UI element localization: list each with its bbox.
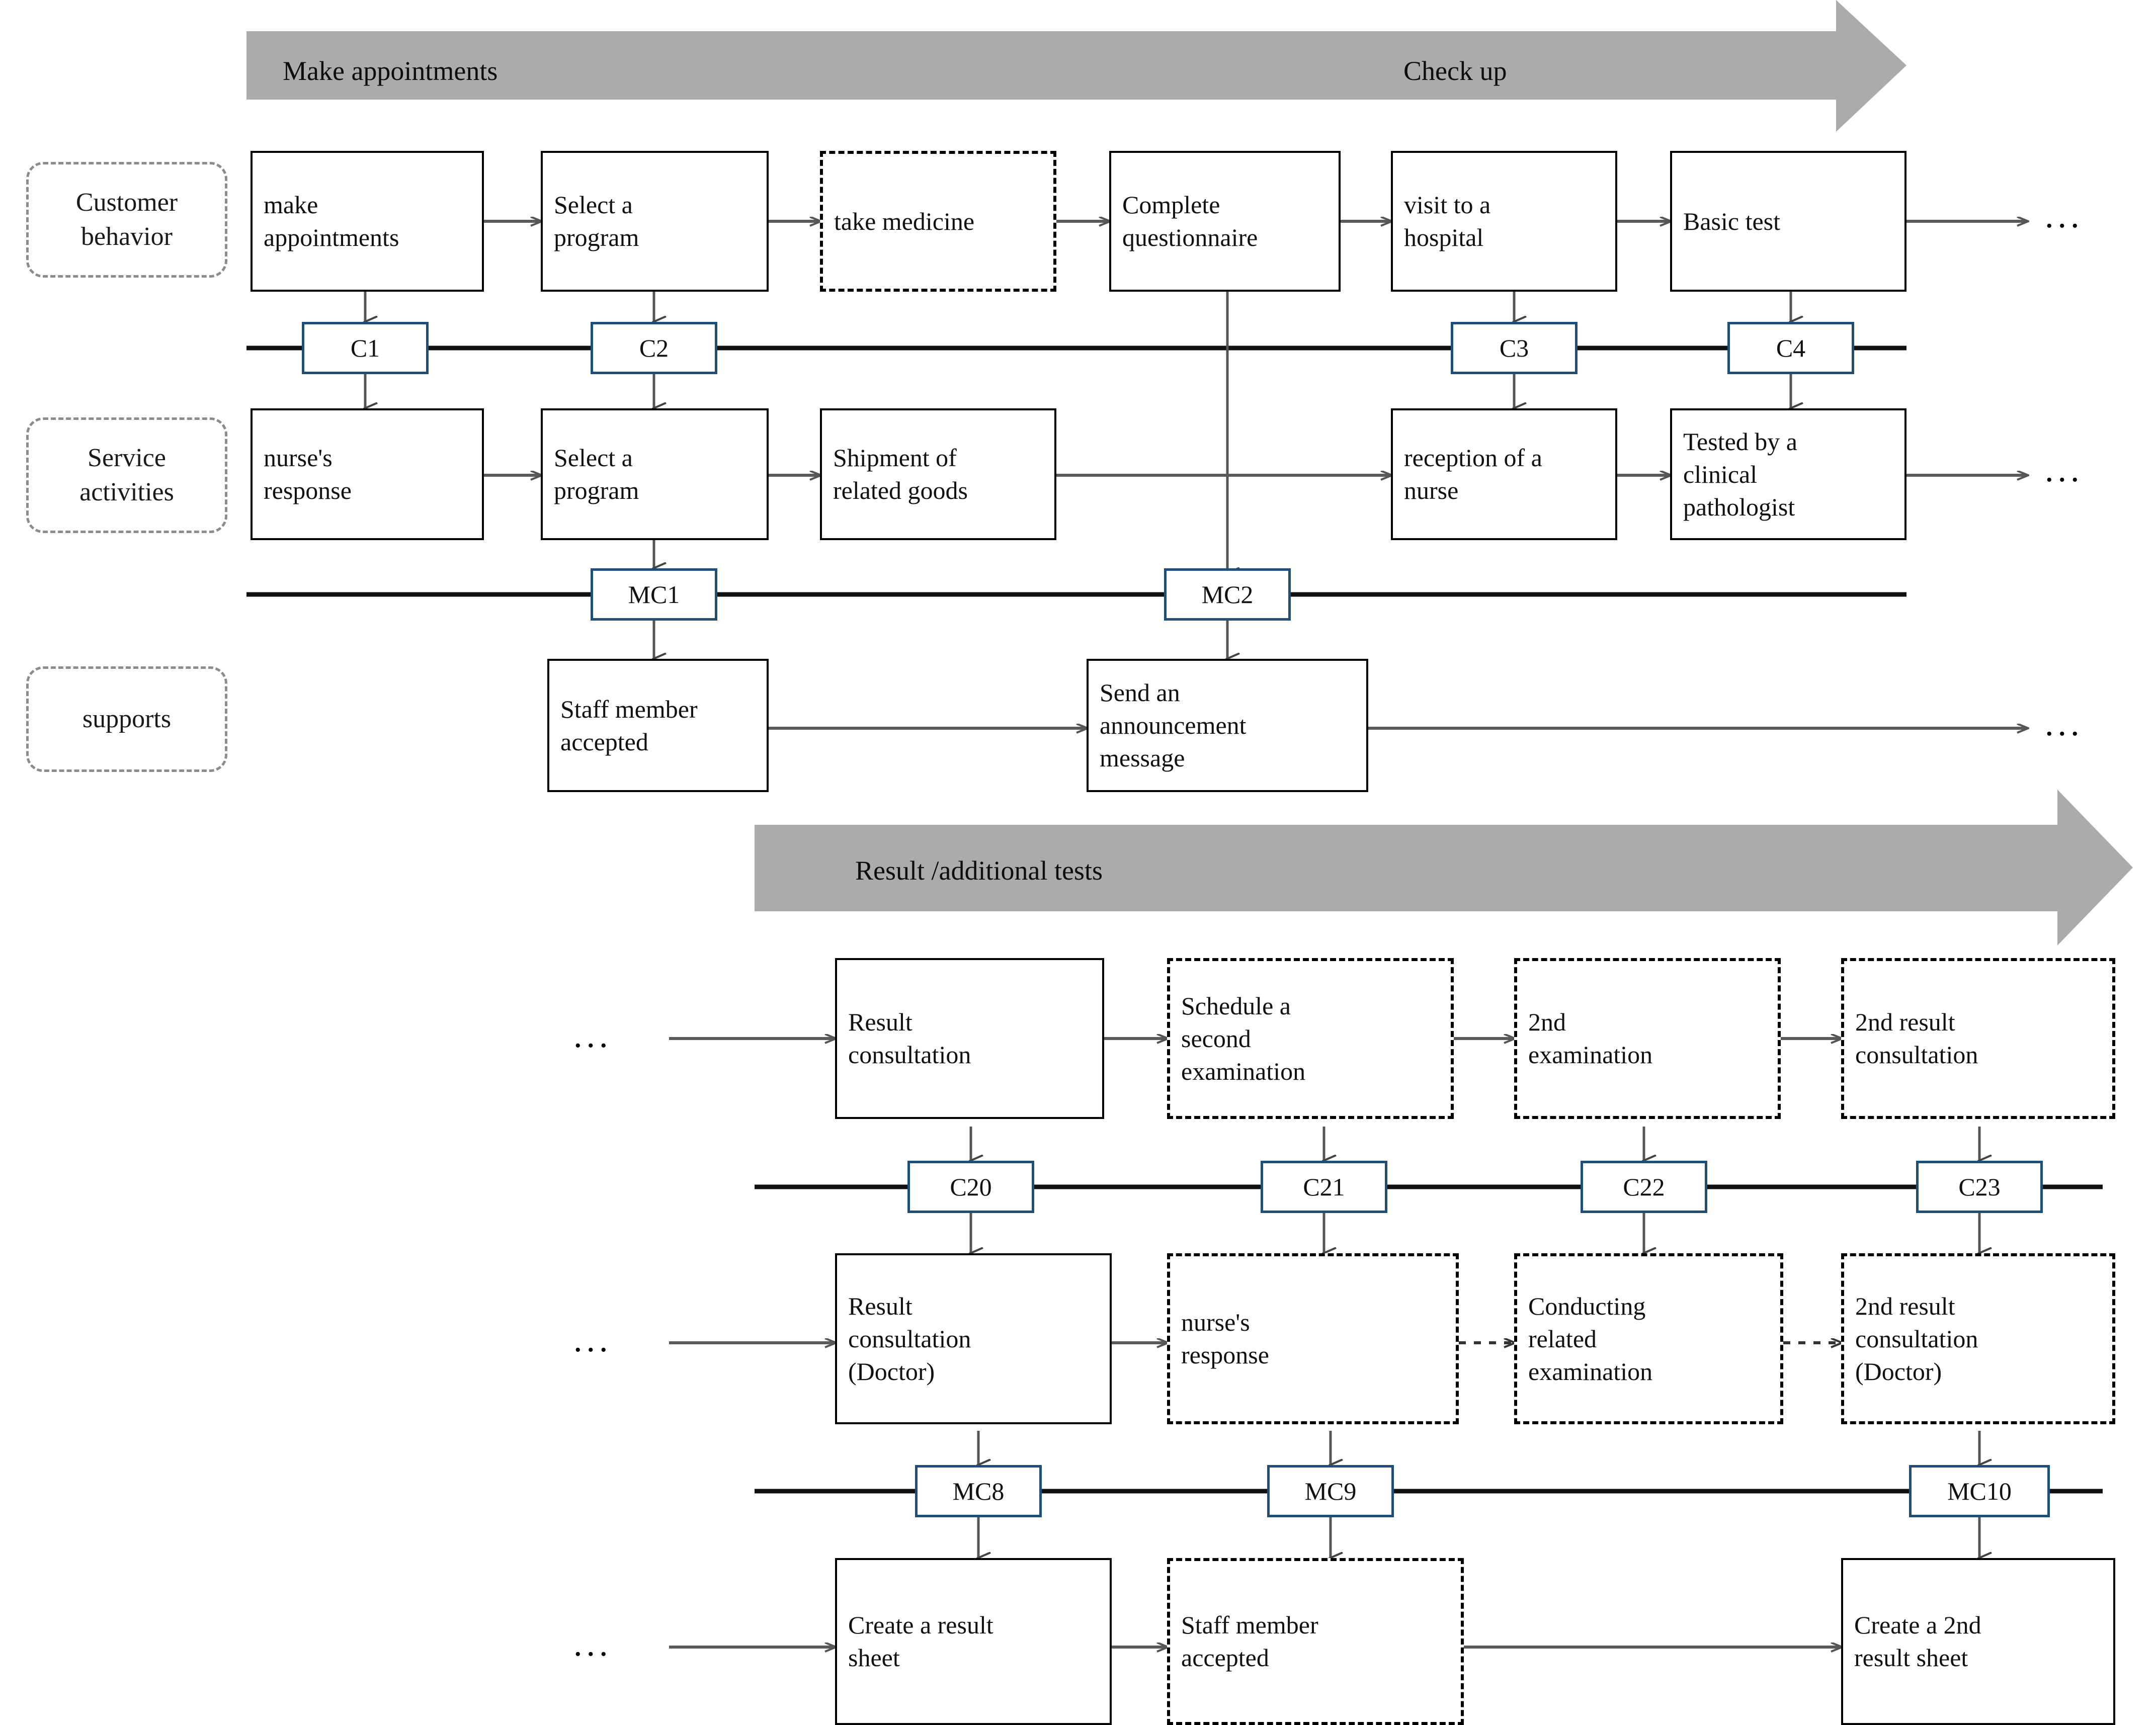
process-box-shipment-of-related-goods[interactable]: Shipment of related goods xyxy=(820,408,1056,540)
ellipsis-service-activities-2: ... xyxy=(573,1321,612,1359)
touchpoint-chip-c20[interactable]: C20 xyxy=(907,1161,1034,1213)
banner-label-result-additional-tests: Result /additional tests xyxy=(855,855,1103,886)
banner-label-make-appointments: Make appointments xyxy=(283,56,498,86)
internal-chip-mc9[interactable]: MC9 xyxy=(1267,1465,1394,1517)
lane-tag-service-activities: Service activities xyxy=(26,417,227,533)
touchpoint-chip-c2[interactable]: C2 xyxy=(591,322,717,374)
banner-label-check-up: Check up xyxy=(1403,56,1507,86)
touchpoint-chip-c3[interactable]: C3 xyxy=(1451,322,1578,374)
internal-chip-mc1[interactable]: MC1 xyxy=(591,568,717,621)
ellipsis-customer-behavior-1: ... xyxy=(2045,197,2084,235)
touchpoint-chip-c1[interactable]: C1 xyxy=(302,322,429,374)
process-box-complete-questionnaire[interactable]: Complete questionnaire xyxy=(1109,151,1341,292)
process-box-staff-member-accepted-2[interactable]: Staff member accepted xyxy=(1167,1558,1464,1725)
process-box-basic-test[interactable]: Basic test xyxy=(1670,151,1906,292)
lane-tag-customer-behavior: Customer behavior xyxy=(26,162,227,278)
process-box-take-medicine[interactable]: take medicine xyxy=(820,151,1056,292)
process-box-select-a-program-cb[interactable]: Select a program xyxy=(541,151,769,292)
touchpoint-chip-c23[interactable]: C23 xyxy=(1916,1161,2043,1213)
process-box-make-appointments[interactable]: make appointments xyxy=(251,151,484,292)
process-box-2nd-result-consultation-doctor[interactable]: 2nd result consultation (Doctor) xyxy=(1841,1253,2115,1424)
ellipsis-service-activities-1: ... xyxy=(2045,451,2084,489)
process-box-result-consultation[interactable]: Result consultation xyxy=(835,958,1104,1119)
process-box-create-a-2nd-result-sheet[interactable]: Create a 2nd result sheet xyxy=(1841,1558,2115,1725)
touchpoint-chip-c4[interactable]: C4 xyxy=(1727,322,1854,374)
internal-chip-mc2[interactable]: MC2 xyxy=(1164,568,1291,621)
process-box-conducting-related-examination[interactable]: Conducting related examination xyxy=(1514,1253,1783,1424)
process-box-2nd-result-consultation[interactable]: 2nd result consultation xyxy=(1841,958,2115,1119)
process-box-tested-by-a-clinical-pathologist[interactable]: Tested by a clinical pathologist xyxy=(1670,408,1906,540)
process-box-visit-to-a-hospital[interactable]: visit to a hospital xyxy=(1391,151,1617,292)
incoming-arrows-2 xyxy=(669,1039,835,1647)
internal-chip-mc8[interactable]: MC8 xyxy=(915,1465,1042,1517)
process-box-nurses-response-sa1[interactable]: nurse's response xyxy=(251,408,484,540)
internal-chip-mc10[interactable]: MC10 xyxy=(1909,1465,2050,1517)
ellipsis-customer-behavior-2: ... xyxy=(573,1016,612,1055)
process-box-2nd-examination[interactable]: 2nd examination xyxy=(1514,958,1781,1119)
ellipsis-supports-2: ... xyxy=(573,1625,612,1664)
vertical-connectors-1 xyxy=(365,291,1791,408)
touchpoint-chip-c22[interactable]: C22 xyxy=(1581,1161,1707,1213)
process-box-result-consultation-doctor[interactable]: Result consultation (Doctor) xyxy=(835,1253,1112,1424)
process-box-nurses-response-2[interactable]: nurse's response xyxy=(1167,1253,1459,1424)
touchpoint-chip-c21[interactable]: C21 xyxy=(1261,1161,1387,1213)
banner-phase-1 xyxy=(246,0,1906,132)
mc-connectors-2 xyxy=(978,1431,1979,1558)
process-box-schedule-a-second-examination[interactable]: Schedule a second examination xyxy=(1167,958,1454,1119)
process-box-select-a-program-sa[interactable]: Select a program xyxy=(541,408,769,540)
process-box-reception-of-a-nurse[interactable]: reception of a nurse xyxy=(1391,408,1617,540)
process-box-staff-member-accepted-1[interactable]: Staff member accepted xyxy=(547,659,769,792)
vertical-connectors-2 xyxy=(971,1127,1979,1253)
process-box-create-a-result-sheet[interactable]: Create a result sheet xyxy=(835,1558,1112,1725)
ellipsis-supports-1: ... xyxy=(2045,705,2084,743)
lane-tag-supports: supports xyxy=(26,666,227,772)
banner-phase-2 xyxy=(755,790,2133,945)
process-box-send-an-announcement-message[interactable]: Send an announcement message xyxy=(1087,659,1368,792)
